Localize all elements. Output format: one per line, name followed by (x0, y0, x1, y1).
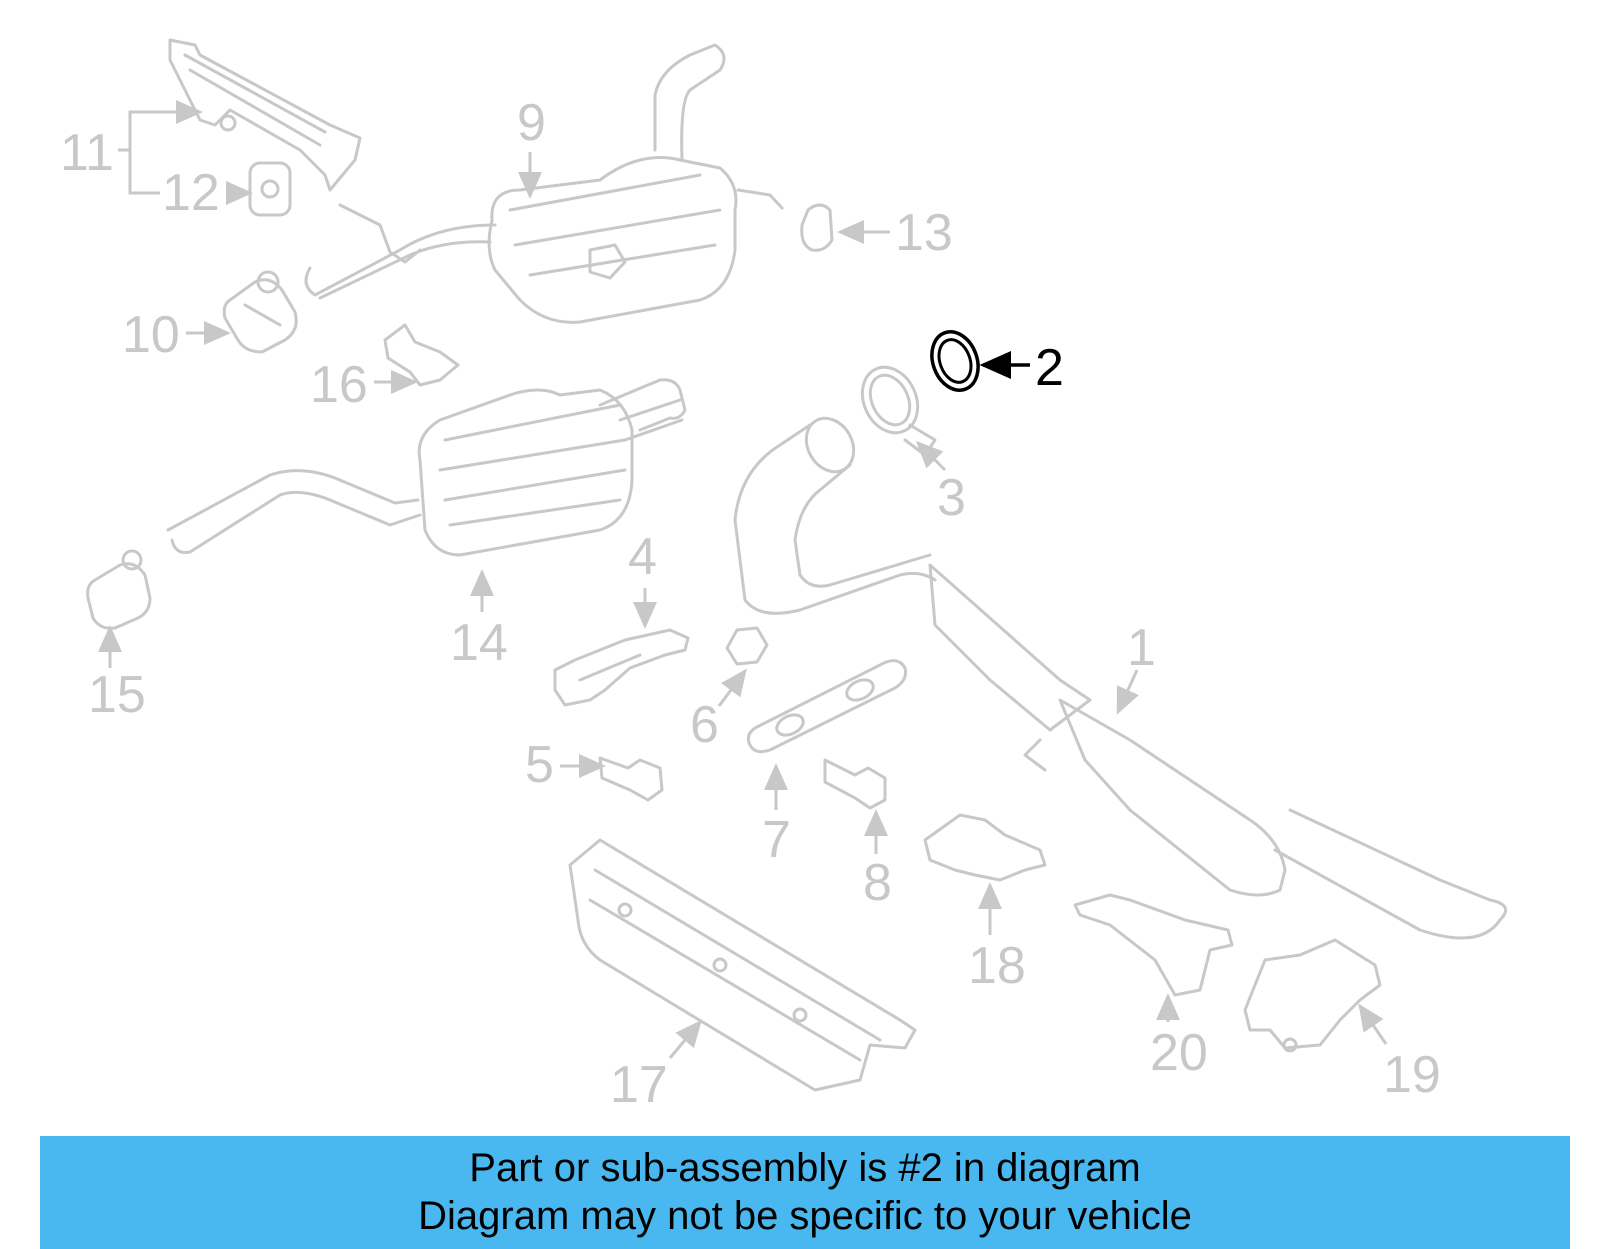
callout-12: 12 (162, 164, 220, 222)
callout-6: 6 (690, 696, 719, 754)
part-17-heat-shield (568, 838, 917, 1092)
callout-2: 2 (1035, 339, 1064, 397)
part-16-hanger (383, 323, 460, 387)
part-2-gasket (930, 330, 980, 392)
part-19-bracket (1243, 938, 1382, 1053)
part-18-bracket (923, 813, 1047, 882)
leader-lines (98, 100, 1388, 1059)
part-13-cap (800, 203, 834, 252)
part-4-shield (553, 628, 690, 707)
part-10-clamp (222, 270, 298, 354)
part-15-clamp (86, 549, 152, 630)
callout-18: 18 (968, 937, 1026, 995)
callout-8: 8 (863, 854, 892, 912)
part-14-center-muffler (166, 378, 687, 557)
callout-16: 16 (310, 356, 368, 414)
part-12-mount (248, 161, 292, 217)
info-banner: Part or sub-assembly is #2 in diagram Di… (40, 1136, 1570, 1249)
callout-19: 19 (1383, 1046, 1441, 1104)
part-8-bolt (823, 758, 887, 810)
callout-labels: 11 12 9 13 10 16 2 3 4 14 15 1 6 5 7 8 1… (60, 94, 1441, 1114)
callout-7: 7 (762, 811, 791, 869)
part-3-clamp (860, 365, 937, 457)
part-1-front-pipe (733, 416, 1508, 940)
part-9-rear-muffler (304, 43, 784, 324)
callout-11: 11 (60, 124, 114, 182)
part-6-nut (725, 626, 769, 666)
banner-line-2: Diagram may not be specific to your vehi… (418, 1194, 1192, 1238)
callout-15: 15 (88, 666, 146, 724)
part-5-bolt (598, 756, 664, 802)
part-20-bracket (1073, 893, 1234, 997)
callout-13: 13 (895, 204, 953, 262)
callout-3: 3 (937, 469, 966, 527)
part-7-plate (746, 659, 907, 754)
part-11-bracket (168, 38, 362, 192)
callout-20: 20 (1150, 1024, 1208, 1082)
callout-5: 5 (525, 736, 554, 794)
callout-10: 10 (122, 306, 180, 364)
callout-17: 17 (610, 1056, 668, 1114)
callout-4: 4 (628, 528, 657, 586)
callout-14: 14 (450, 614, 508, 672)
callout-9: 9 (517, 94, 546, 152)
banner-line-1: Part or sub-assembly is #2 in diagram (469, 1146, 1141, 1190)
callout-1: 1 (1127, 619, 1156, 677)
